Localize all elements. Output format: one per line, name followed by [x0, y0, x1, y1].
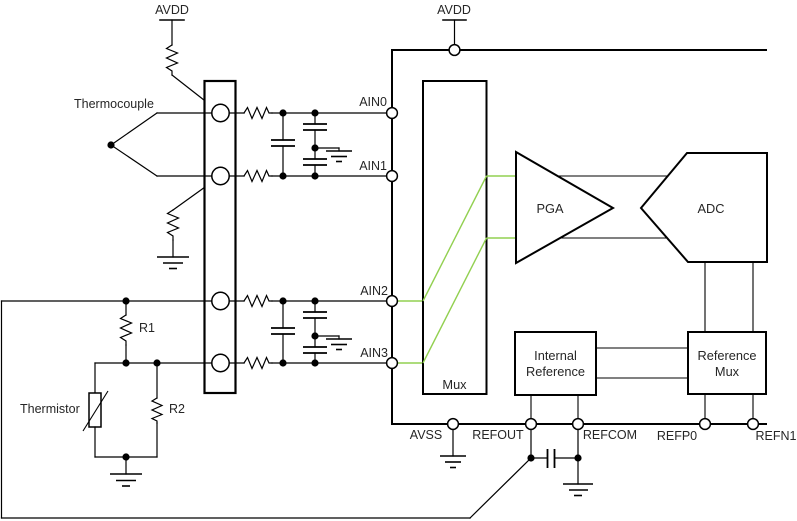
connector-contact — [211, 291, 230, 311]
junction-dot — [279, 172, 287, 180]
junction-dot — [122, 297, 130, 305]
junction-dot — [153, 359, 161, 367]
reference-mux-label-line2: Mux — [715, 364, 740, 379]
avss-label: AVSS — [410, 428, 442, 442]
avss-pin — [446, 417, 460, 431]
connector-contact — [211, 103, 230, 123]
reference-mux-block: Reference Mux — [687, 331, 767, 395]
connector-contacts — [211, 103, 230, 373]
avdd-pin — [448, 43, 461, 57]
thermocouple-label: Thermocouple — [74, 97, 154, 111]
junction-dot — [311, 359, 319, 367]
resistor-r1 — [119, 314, 134, 346]
mux-block: Mux — [422, 80, 516, 395]
refn1-pin — [746, 417, 760, 431]
junction-dot — [311, 297, 319, 305]
excitation-loop — [0, 300, 532, 519]
avdd-left-label: AVDD — [155, 3, 189, 17]
internal-reference-block: Internal Reference — [514, 331, 597, 396]
ain0-label: AIN0 — [359, 95, 387, 109]
refcom-pin — [571, 417, 585, 431]
avdd-top-label: AVDD — [437, 3, 471, 17]
junction-dot — [279, 297, 287, 305]
reference-mux-label-line1: Reference — [697, 348, 756, 363]
adc-block: ADC — [639, 152, 768, 263]
ground-symbol — [326, 150, 352, 163]
wire — [110, 112, 158, 146]
ground-symbol — [110, 473, 142, 487]
refout-label: REFOUT — [472, 428, 524, 442]
junction-dot — [311, 144, 319, 152]
mux-label: Mux — [442, 377, 467, 392]
refcom-label: REFCOM — [583, 428, 637, 442]
connector-contact — [211, 353, 230, 373]
ain0-pin — [385, 106, 399, 120]
rc-filter-ain0-ain1 — [156, 105, 393, 184]
ground-symbol — [326, 338, 352, 351]
refp0-label: REFP0 — [657, 429, 697, 443]
pga-triangle — [515, 150, 616, 265]
junction-dot — [122, 453, 130, 461]
refout-capacitor-network — [527, 428, 593, 497]
ground-symbol — [440, 455, 466, 469]
thermistor-network: R1 Thermistor R2 — [20, 297, 185, 487]
pga-adc-wiring — [553, 175, 671, 239]
device-pins — [385, 43, 760, 431]
internal-reference-box — [514, 331, 597, 396]
series-resistor-ain0 — [243, 105, 273, 121]
input-connector-bar — [203, 79, 237, 395]
resistor-r2 — [150, 397, 164, 424]
ain1-pin — [385, 169, 399, 183]
refn1-label: REFN1 — [756, 429, 797, 443]
internal-reference-label-line2: Reference — [526, 364, 585, 379]
series-resistor-ain1 — [243, 168, 273, 184]
adc-pentagon — [639, 152, 768, 263]
rc-filter-ain2-ain3 — [0, 293, 393, 371]
junction-dot — [279, 359, 287, 367]
thermistor-strike — [82, 390, 109, 432]
junction-dot — [311, 172, 319, 180]
junction-dot — [311, 109, 319, 117]
avss-ground — [440, 428, 466, 469]
wire — [110, 144, 158, 177]
junction-dot — [122, 359, 130, 367]
highlight-wire — [422, 175, 488, 302]
pga-block: PGA — [515, 150, 616, 265]
pin-labels: AIN0 AIN1 AIN2 AIN3 AVSS REFOUT REFCOM R… — [359, 95, 796, 443]
r2-label: R2 — [169, 402, 185, 416]
highlight-wire — [422, 237, 488, 364]
r1-label: R1 — [139, 321, 155, 335]
ain1-label: AIN1 — [359, 159, 387, 173]
ground-symbol — [157, 256, 189, 270]
thermistor-body — [88, 392, 102, 428]
refp0-pin — [698, 417, 712, 431]
thermocouple-sensor: Thermocouple — [74, 97, 158, 177]
ain3-label: AIN3 — [360, 346, 388, 360]
ain2-label: AIN2 — [360, 284, 388, 298]
wire — [469, 457, 532, 519]
series-resistor-ain2 — [243, 293, 273, 309]
thermistor-label: Thermistor — [20, 402, 80, 416]
bias-resistor-bottom — [166, 209, 181, 241]
junction-dot — [279, 109, 287, 117]
pga-label: PGA — [536, 201, 563, 216]
junction-dot — [574, 454, 582, 462]
ground-symbol — [563, 483, 593, 497]
junction-dot — [107, 141, 115, 149]
junction-dot — [311, 332, 319, 340]
mux-channel-routing — [392, 300, 423, 364]
connector-contact — [211, 166, 230, 186]
ain2-pin — [385, 294, 399, 308]
avdd-top-supply: AVDD — [437, 3, 471, 50]
bias-resistor-top — [165, 44, 180, 76]
series-resistor-ain3 — [243, 355, 273, 371]
ain3-pin — [385, 356, 399, 370]
junction-dot — [527, 454, 535, 462]
internal-reference-label-line1: Internal — [534, 348, 577, 363]
adc-label: ADC — [697, 201, 724, 216]
reference-mux-box — [687, 331, 767, 395]
refout-pin — [524, 417, 538, 431]
